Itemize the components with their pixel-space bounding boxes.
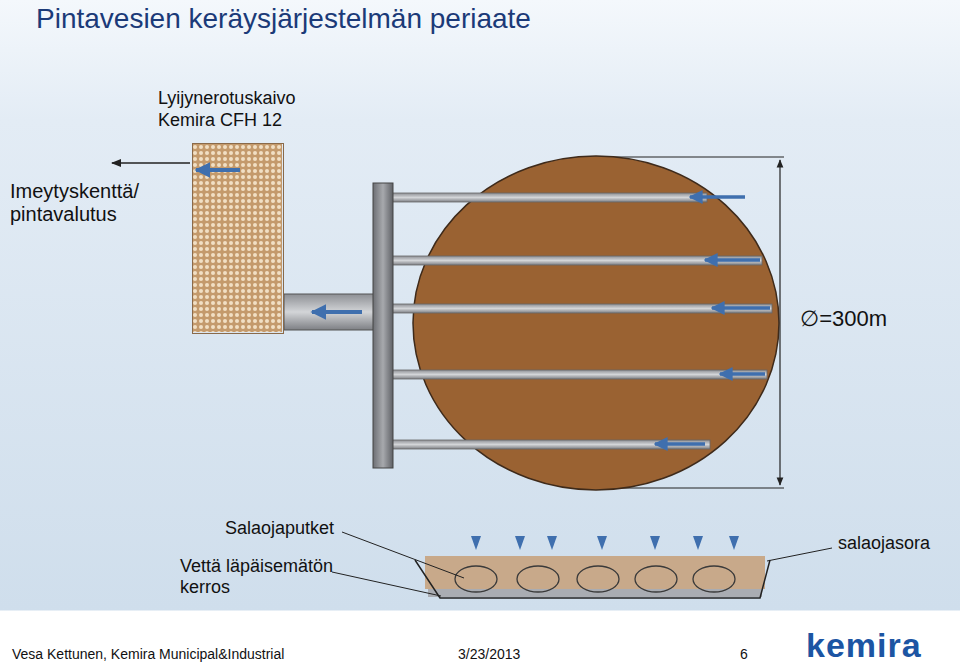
part-label: Vettä läpäisemätön kerros xyxy=(180,556,355,597)
footer-date: 3/23/2013 xyxy=(458,646,520,662)
outlet-label: Imeytyskenttä/ pintavalutus xyxy=(10,180,160,226)
part-label: salaojasora xyxy=(838,533,930,554)
footer-text: Vesa Kettunen, Kemira Municipal&Industri… xyxy=(12,646,284,662)
page-number: 6 xyxy=(740,646,748,662)
dimension-label: ∅=300m xyxy=(800,306,887,331)
company-logo: kemira xyxy=(806,626,922,665)
part-label: Salaojaputket xyxy=(225,518,334,539)
slide-title: Pintavesien keräysjärjestelmän periaate xyxy=(36,3,531,35)
node-label: Lyijynerotuskaivo Kemira CFH 12 xyxy=(158,88,328,131)
well-outline xyxy=(192,143,284,334)
separation-well: Lyijynerotuskaivo Kemira CFH 12 xyxy=(158,88,328,332)
